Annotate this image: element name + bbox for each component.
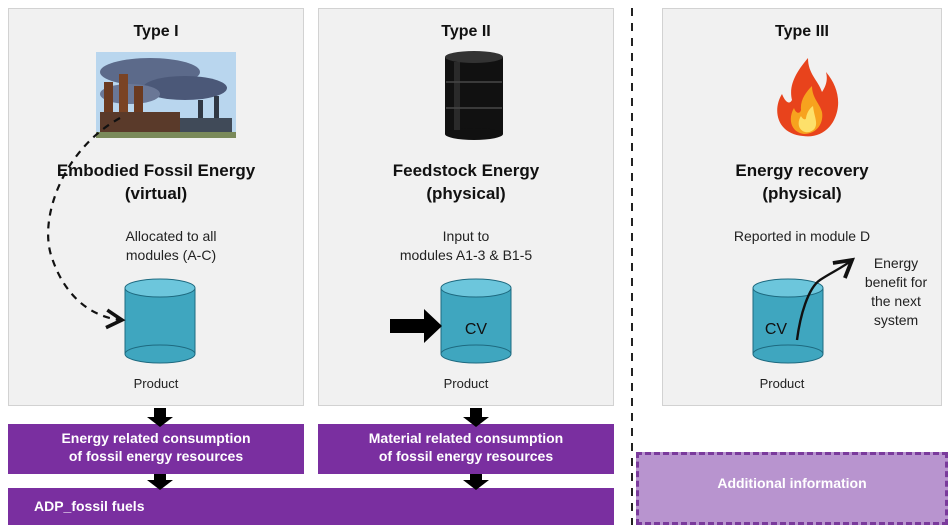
material-consumption-bar: Material related consumption of fossil e… (318, 424, 614, 474)
embodied-energy-dashed-arrow (47, 117, 126, 330)
type-iii-title: Type III (775, 23, 829, 40)
energy-benefit-arrow (795, 257, 856, 341)
adp-fossil-fuels-bar: ADP_fossil fuels (8, 488, 614, 525)
type-i-title: Type I (133, 23, 179, 40)
type-i-heading: Embodied Fossil Energy (virtual) (56, 161, 256, 203)
type-ii-cv-label: CV (465, 321, 488, 338)
factory-icon (96, 52, 236, 138)
type-ii-product-label: Product (443, 376, 489, 391)
type-iii-cylinder (752, 278, 824, 364)
type-i-description: Allocated to all modules (A-C) (125, 228, 217, 263)
type-iii-cv-label: CV (765, 321, 788, 338)
oil-barrel-icon (445, 51, 503, 140)
type-ii-title: Type II (441, 23, 491, 40)
type-ii-description: Input to modules A1-3 & B1-5 (399, 228, 533, 263)
down-arrow-energy-to-adp (147, 474, 173, 490)
type-i-product-label: Product (133, 376, 179, 391)
flame-icon (777, 58, 839, 137)
additional-information-box: Additional information (636, 452, 948, 525)
energy-consumption-bar: Energy related consumption of fossil ene… (8, 424, 304, 474)
down-arrow-material-to-adp (463, 474, 489, 490)
type-ii-heading: Feedstock Energy (physical) (392, 161, 540, 203)
type-i-cylinder (124, 278, 196, 364)
feedstock-input-arrow (390, 309, 442, 343)
energy-benefit-label: Energy benefit for the next system (864, 255, 928, 328)
type-iii-description: Reported in module D (733, 228, 871, 244)
type-iii-heading: Energy recovery (physical) (735, 161, 869, 203)
down-arrow-type-i (147, 408, 173, 427)
type-iii-product-label: Product (759, 376, 805, 391)
down-arrow-type-ii (463, 408, 489, 427)
type-ii-cylinder (440, 278, 512, 364)
